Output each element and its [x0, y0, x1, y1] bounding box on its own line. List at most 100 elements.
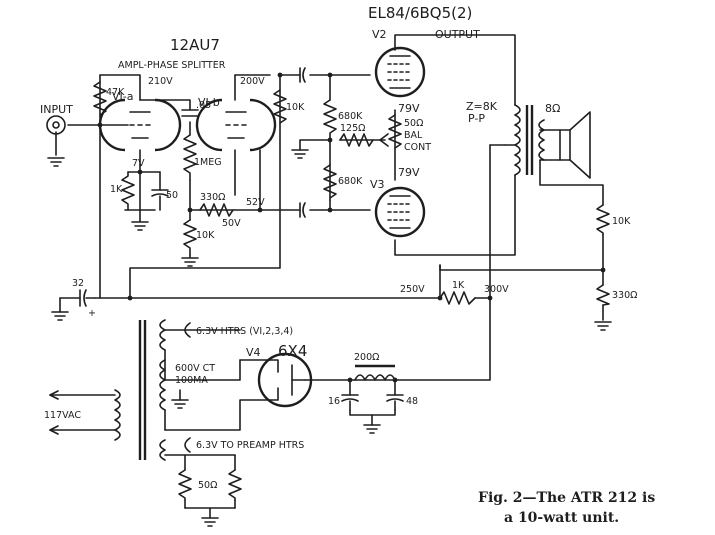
- tube-v1a-icon: [98, 98, 182, 152]
- label-12au7: 12AU7: [170, 36, 220, 54]
- label-cont: CONT: [404, 142, 431, 153]
- label-125-ohm: 125Ω: [340, 123, 365, 134]
- label-50-ohm: 50Ω: [404, 118, 423, 129]
- preamp-loop-icon: [184, 437, 191, 453]
- label-plus: +: [88, 308, 96, 319]
- capacitor-50: [151, 171, 169, 211]
- ground-cathode-icon: [131, 209, 149, 231]
- label-300v: 300V: [484, 284, 509, 295]
- power-transformer-icon: [114, 319, 166, 461]
- label-250v: 250V: [400, 284, 425, 295]
- label-117vac: 117VAC: [44, 410, 81, 421]
- label-pp: P-P: [468, 112, 485, 125]
- ground-hum-icon: [201, 517, 219, 527]
- resistor-330-splitter: [199, 203, 234, 217]
- resistor-10k-grid: [183, 219, 197, 256]
- capacitor-coupling-bot: [299, 202, 306, 218]
- capacitor-48: [386, 394, 404, 411]
- ground-filter-icon: [363, 424, 381, 434]
- label-6x4: 6X4: [278, 342, 307, 360]
- label-7v: 7V: [132, 158, 145, 169]
- ground-grid-icon: [181, 254, 199, 267]
- output-transformer-icon: [504, 104, 545, 176]
- label-10k-feedback: 10K: [612, 216, 631, 227]
- rectifier-v4-icon: [257, 352, 313, 408]
- label-preamp-htrs: 6.3V TO PREAMP HTRS: [196, 440, 304, 451]
- ground-grid2-icon: [291, 149, 309, 159]
- label-htrs: 6.3V HTRS (VI,2,3,4): [196, 326, 293, 337]
- speaker-icon: [559, 111, 591, 179]
- label-52v: 52V: [246, 197, 265, 208]
- caption-line2: a 10-watt unit.: [504, 510, 619, 526]
- label-v1b: VI-b: [198, 96, 220, 109]
- label-47k: 47K: [106, 87, 125, 98]
- label-50v: 50V: [222, 218, 241, 229]
- resistor-10k-plate: [273, 89, 287, 124]
- resistor-680k-top: [323, 99, 337, 141]
- label-1meg: 1MEG: [194, 157, 222, 168]
- label-input: INPUT: [40, 103, 73, 116]
- capacitor-16: [341, 394, 359, 411]
- label-bal: BAL: [404, 130, 423, 141]
- label-output: OUTPUT: [435, 28, 480, 41]
- resistor-1k-decoupling: [439, 291, 476, 305]
- pot-bal-control: [388, 114, 402, 149]
- resistor-330-feedback: [596, 284, 610, 306]
- resistor-hum-left: [178, 469, 192, 501]
- label-8-ohm: 8Ω: [545, 102, 560, 115]
- label-680k-top: 680K: [338, 111, 363, 122]
- resistor-1meg: [183, 134, 197, 181]
- resistor-125: [339, 133, 374, 147]
- text-labels: EL84/6BQ5(2) V2 OUTPUT V3 12AU7 AMPL-PHA…: [40, 4, 655, 526]
- label-600v-ct: 600V CT: [175, 363, 215, 374]
- label-v3: V3: [370, 178, 385, 191]
- label-100ma: 100MA: [175, 375, 208, 386]
- resistor-680k-bottom: [323, 164, 337, 199]
- label-1k-cathode: 1K: [110, 184, 123, 195]
- tube-v1b-icon: [195, 98, 277, 152]
- label-330-feedback: 330Ω: [612, 290, 637, 301]
- caption-line1: Fig. 2—The ATR 212 is: [478, 490, 655, 506]
- label-v2: V2: [372, 28, 387, 41]
- tube-v3-icon: [374, 186, 426, 238]
- capacitor-32: [79, 289, 96, 307]
- capacitor-coupling-top: [299, 67, 306, 83]
- heater-loop-icon: [184, 322, 191, 338]
- label-v4: V4: [246, 346, 261, 359]
- ground-feedback-icon: [594, 321, 612, 331]
- label-10k-plate: 10K: [286, 102, 305, 113]
- label-splitter: AMPL-PHASE SPLITTER: [118, 60, 226, 71]
- wiring: [49, 34, 604, 519]
- resistor-hum-right: [228, 469, 242, 501]
- label-c16: 16: [328, 396, 340, 407]
- label-1k-decoupling: 1K: [452, 280, 465, 291]
- label-c48: 48: [406, 396, 418, 407]
- label-200v: 200V: [240, 76, 265, 87]
- ground-ct-icon: [171, 399, 189, 409]
- label-200-ohm: 200Ω: [354, 352, 379, 363]
- label-output-tubes: EL84/6BQ5(2): [368, 4, 472, 22]
- label-c05: .05: [196, 100, 211, 111]
- label-680k-bottom: 680K: [338, 176, 363, 187]
- label-v1a: VI-a: [112, 90, 133, 103]
- label-c32: 32: [72, 278, 84, 289]
- label-330-splitter: 330Ω: [200, 192, 225, 203]
- resistor-1k-cathode: [121, 171, 135, 211]
- label-50-ohm-hum: 50Ω: [198, 480, 217, 491]
- ground-32-icon: [51, 311, 69, 321]
- capacitor-05: [181, 109, 199, 117]
- label-79v-top: 79V: [398, 102, 420, 115]
- arrow-ac-icon: [49, 390, 59, 435]
- label-79v-bottom: 79V: [398, 166, 420, 179]
- label-10k-grid: 10K: [196, 230, 215, 241]
- pot-wiper-arrow: [379, 133, 389, 147]
- resistor-10k-feedback: [596, 204, 610, 236]
- label-210v: 210V: [148, 76, 173, 87]
- input-jack-icon: [46, 115, 66, 167]
- tube-v2-icon: [374, 46, 426, 98]
- label-z8k: Z=8K: [466, 100, 498, 113]
- label-c50: 50: [166, 190, 178, 201]
- choke-200-icon: [354, 364, 396, 381]
